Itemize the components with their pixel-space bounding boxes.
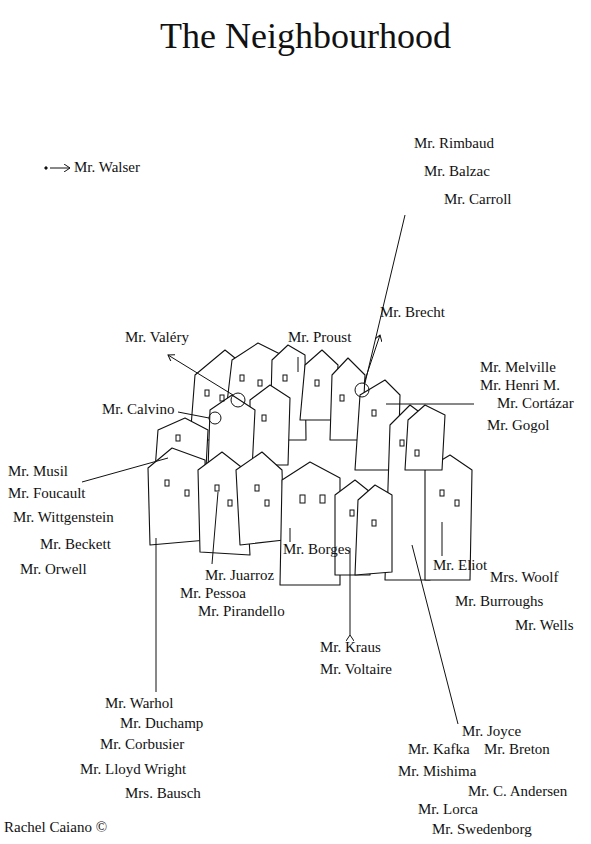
resident-name: Mr. Balzac bbox=[424, 162, 490, 180]
resident-name: Mr. Gogol bbox=[487, 416, 550, 434]
resident-name: Mr. Duchamp bbox=[120, 714, 203, 732]
resident-name: Mr. Orwell bbox=[20, 560, 87, 578]
resident-name: Mr. Valéry bbox=[125, 328, 189, 346]
resident-name: Mr. Foucault bbox=[8, 484, 86, 502]
resident-name: Mr. Rimbaud bbox=[414, 134, 494, 152]
resident-name: Mr. Brecht bbox=[380, 303, 445, 321]
resident-name: Mr. Beckett bbox=[40, 535, 111, 553]
resident-name: Mr. Juarroz bbox=[205, 566, 274, 584]
title: The Neighbourhood bbox=[160, 16, 451, 56]
resident-name: Mr. Pessoa bbox=[180, 584, 246, 602]
resident-name: Mr. Pirandello bbox=[198, 602, 285, 620]
resident-name: Mrs. Woolf bbox=[490, 568, 559, 586]
resident-name: Mr. Breton bbox=[484, 740, 550, 758]
resident-name: Mr. Mishima bbox=[398, 762, 476, 780]
resident-name: Mr. Lorca bbox=[418, 800, 478, 818]
resident-name: Mr. Melville bbox=[480, 358, 556, 376]
resident-name: Mr. Voltaire bbox=[320, 660, 392, 678]
resident-name: Mr. Joyce bbox=[462, 722, 521, 740]
resident-name: Mr. C. Andersen bbox=[468, 782, 567, 800]
resident-name: Mr. Kraus bbox=[320, 638, 381, 656]
resident-name: Mr. Proust bbox=[288, 328, 351, 346]
resident-name: Mr. Henri M. bbox=[480, 376, 560, 394]
resident-name: Mr. Eliot bbox=[433, 556, 487, 574]
resident-name: Mr. Walser bbox=[74, 158, 140, 176]
resident-name: Mr. Cortázar bbox=[497, 394, 574, 412]
resident-name: Mr. Musil bbox=[8, 462, 68, 480]
resident-name: Mr. Lloyd Wright bbox=[80, 760, 186, 778]
resident-name: Mr. Wells bbox=[515, 616, 574, 634]
resident-name: Mr. Corbusier bbox=[100, 735, 184, 753]
resident-name: Mr. Burroughs bbox=[455, 592, 543, 610]
resident-name: Mr. Calvino bbox=[102, 400, 175, 418]
resident-name: Mr. Swedenborg bbox=[432, 820, 532, 838]
resident-name: Mr. Wittgenstein bbox=[13, 508, 114, 526]
resident-name: Mr. Carroll bbox=[444, 190, 512, 208]
resident-name: Mr. Kafka bbox=[408, 740, 470, 758]
signature: Rachel Caiano © bbox=[4, 818, 107, 836]
resident-name: Mrs. Bausch bbox=[125, 784, 201, 802]
resident-name: Mr. Borges bbox=[283, 540, 350, 558]
resident-name: Mr. Warhol bbox=[105, 694, 174, 712]
